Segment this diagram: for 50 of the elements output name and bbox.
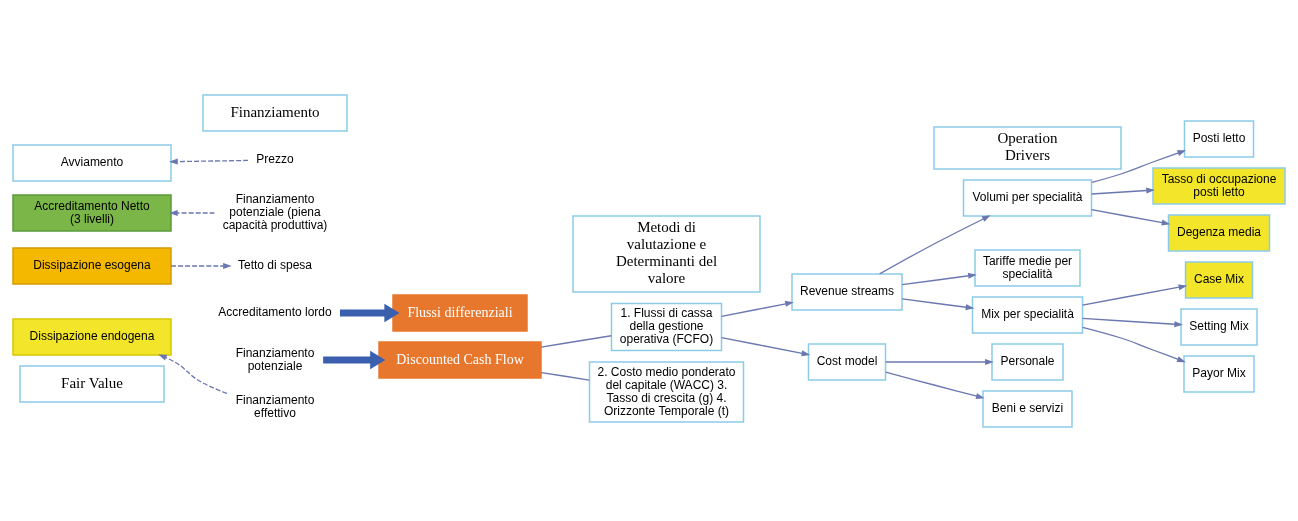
- node-box: Dissipazione esogena: [12, 246, 172, 285]
- connector: [540, 371, 590, 381]
- node-box: Flussi differenziali: [392, 293, 528, 332]
- node-box: Metodi di valutazione e Determinanti del valore: [572, 214, 761, 293]
- arrow: [1091, 149, 1187, 183]
- arrow: [170, 262, 232, 269]
- node-box: Operation Drivers: [933, 125, 1122, 170]
- arrow: [1081, 326, 1186, 362]
- arrow: [901, 297, 975, 310]
- node-text: Finanziamento effettivo: [235, 392, 315, 420]
- connector: [540, 334, 612, 348]
- arrow: [1081, 317, 1183, 327]
- arrow: [169, 209, 216, 216]
- node-box: Avviamento: [12, 143, 172, 182]
- node-box: Cost model: [807, 342, 887, 381]
- arrow: [879, 214, 991, 274]
- arrow: [885, 358, 994, 365]
- node-box: Discounted Cash Flow: [378, 340, 542, 379]
- arrow: [158, 353, 228, 394]
- node-text: Accreditamento lordo: [218, 304, 332, 319]
- arrow: [1090, 208, 1171, 226]
- arrow: [1081, 283, 1188, 306]
- node-text: Finanziamento potenziale (piena capacità produttiva): [222, 191, 328, 232]
- node-text: Tetto di spesa: [237, 257, 313, 272]
- node-box: Volumi per specialità: [962, 178, 1093, 217]
- node-box: 1. Flussi di cassa della gestione operativa (FCFO): [610, 302, 723, 351]
- arrow: [885, 371, 985, 399]
- node-text: Prezzo: [256, 151, 294, 166]
- arrow: [1090, 187, 1155, 195]
- node-box: Payor Mix: [1183, 354, 1255, 393]
- node-box: Beni e servizi: [982, 389, 1073, 428]
- arrow: [720, 300, 794, 317]
- node-box: Posti letto: [1183, 119, 1255, 158]
- node-text: Finanziamento potenziale: [235, 345, 315, 373]
- arrow: [169, 158, 249, 165]
- node-box: Fair Value: [19, 364, 165, 403]
- node-box: 2. Costo medio ponderato del capitale (WACC) 3. Tasso di crescita (g) 4. Orizzonte Temporale (t): [588, 360, 745, 423]
- node-box: Case Mix: [1184, 260, 1254, 299]
- node-box: Finanziamento: [202, 93, 348, 132]
- node-box: Tasso di occupazione posti letto: [1152, 166, 1286, 205]
- node-box: Personale: [991, 342, 1064, 381]
- node-box: Accreditamento Netto (3 livelli): [12, 193, 172, 232]
- node-box: Dissipazione endogena: [12, 317, 172, 356]
- node-box: Tariffe medie per specialità: [974, 248, 1081, 287]
- node-box: Mix per specialità: [971, 295, 1084, 334]
- arrow: [720, 336, 811, 356]
- node-box: Revenue streams: [791, 272, 903, 311]
- arrow: [901, 272, 977, 285]
- node-box: Degenza media: [1167, 213, 1271, 252]
- node-box: Setting Mix: [1180, 307, 1258, 346]
